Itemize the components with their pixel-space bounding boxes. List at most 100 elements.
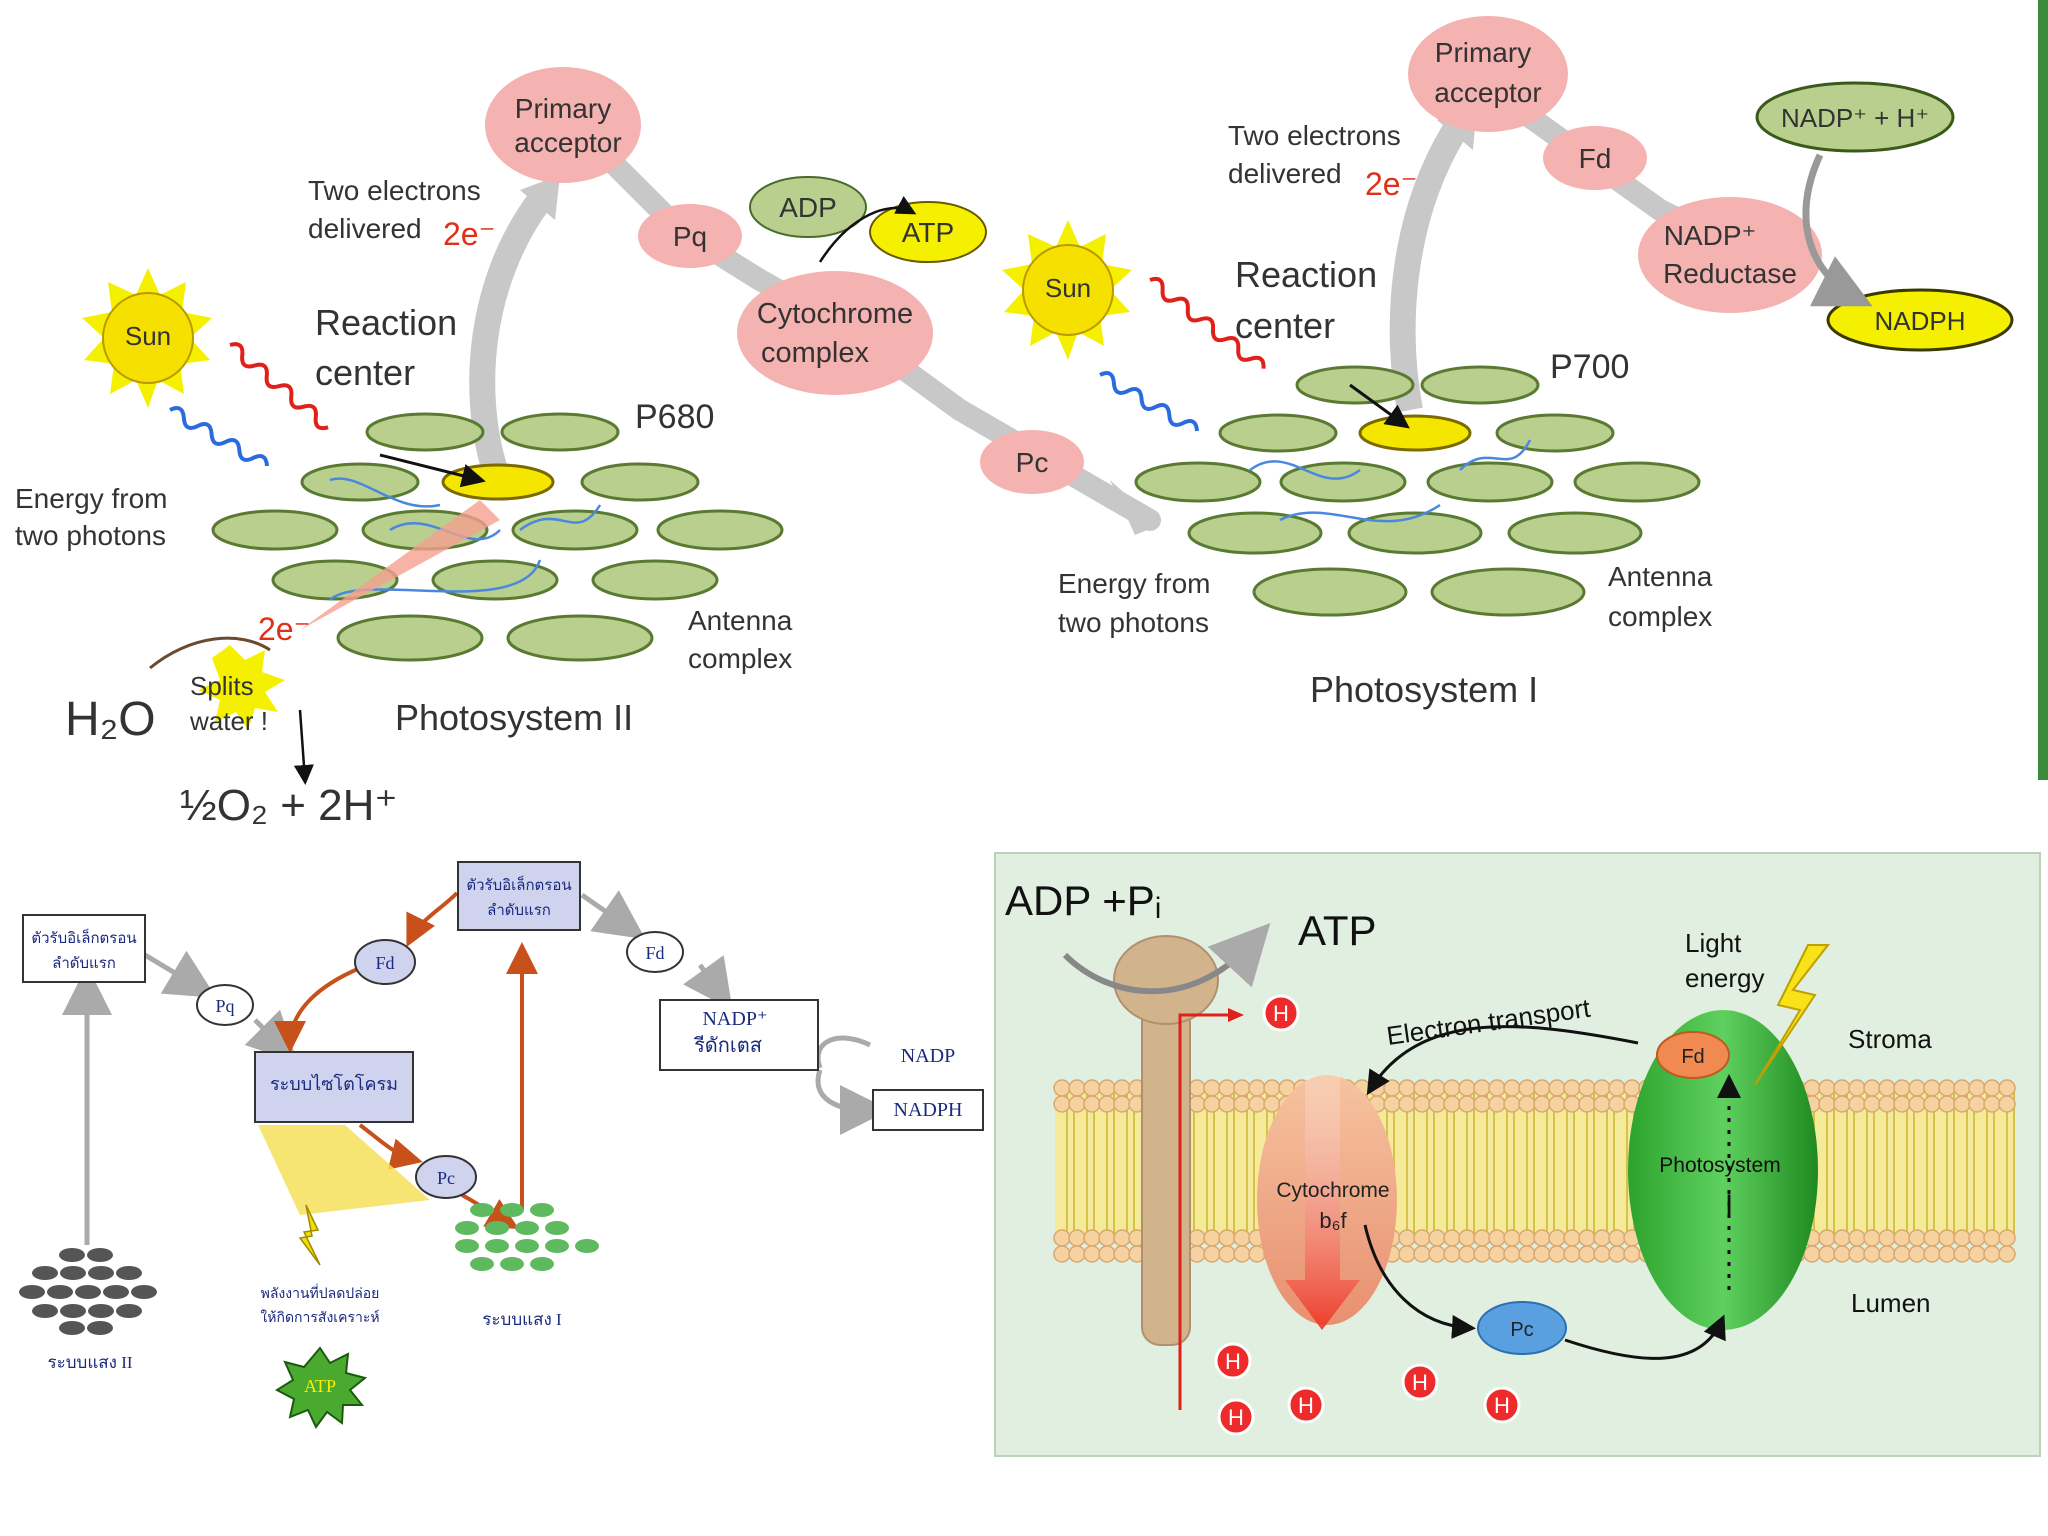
lipid-head	[1983, 1079, 2001, 1097]
lipid-head	[1383, 1079, 1401, 1097]
ps1-title: Photosystem I	[1310, 669, 1538, 710]
ps2-primary-acceptor	[485, 67, 641, 183]
light-energy-line2: energy	[1685, 963, 1765, 993]
lipid-head	[1953, 1245, 1971, 1263]
lipid-head	[1383, 1095, 1401, 1113]
splits-line2: water !	[189, 706, 268, 736]
lipid-head	[1428, 1229, 1446, 1247]
z-scheme-diagram: Sun Primary acceptor Two electrons deliv…	[15, 16, 2014, 830]
lipid-head	[1833, 1229, 1851, 1247]
lipid-head	[1608, 1079, 1626, 1097]
lipid-head	[1818, 1079, 1836, 1097]
ps1-two-electrons-line1: Two electrons	[1228, 120, 1401, 151]
ps2-p680-label: P680	[635, 398, 714, 436]
light-energy-line1: Light	[1685, 928, 1742, 958]
proton-path-arrow	[1178, 1013, 1230, 1410]
lipid-head	[1218, 1229, 1236, 1247]
acceptor-box-left	[22, 914, 146, 983]
splits-line1: Splits	[190, 671, 254, 701]
ps1-primary-acceptor-line1: Primary	[1435, 37, 1531, 68]
thai-energy-line1: พลังงานที่ปลดปล่อย	[261, 1284, 380, 1302]
adp-label: ADP	[779, 192, 837, 223]
lipid-head	[1518, 1245, 1536, 1263]
lipid-head	[1413, 1079, 1431, 1097]
acceptor-to-fd-red-arrow	[406, 891, 459, 948]
fd-to-nadp-arrow	[683, 955, 733, 1011]
lipid-head	[1998, 1079, 2016, 1097]
lipid-head	[1983, 1229, 2001, 1247]
lipid-head	[1398, 1079, 1416, 1097]
lipid-head	[1428, 1095, 1446, 1113]
lipid-head	[1443, 1245, 1461, 1263]
ps1-reaction-center-line2: center	[1235, 305, 1335, 346]
photosystem-i-complex	[1628, 1010, 1818, 1330]
lipid-head	[1488, 1245, 1506, 1263]
lipid-head	[1188, 1079, 1206, 1097]
lipid-head	[1068, 1079, 1086, 1097]
ps2-2e-label: 2e⁻	[443, 216, 495, 252]
water-products-label: ½O₂ + 2H⁺	[180, 781, 398, 830]
cytochrome-b6f-line1: Cytochrome	[1276, 1179, 1389, 1202]
ps1-sun-icon	[1002, 220, 1132, 360]
lipid-head	[1443, 1079, 1461, 1097]
lipid-head	[1863, 1079, 1881, 1097]
lipid-head	[1098, 1229, 1116, 1247]
nadp-cycle-arrow-1	[815, 1035, 872, 1069]
lipid-head	[1233, 1079, 1251, 1097]
lipid-head	[1578, 1079, 1596, 1097]
thai-nadp-label: NADP	[901, 1045, 955, 1067]
acceptor-left-line1: ตัวรับอิเล็กตรอน	[31, 928, 136, 947]
lipid-head	[1908, 1245, 1926, 1263]
lipid-head	[1968, 1229, 1986, 1247]
acceptor-box-top	[457, 861, 581, 931]
lipid-head	[1233, 1245, 1251, 1263]
lipid-head	[1413, 1095, 1431, 1113]
nadph-label: NADPH	[1874, 306, 1965, 336]
proton-icon	[1287, 1386, 1325, 1424]
ps2-up-arrow-head	[520, 175, 560, 220]
thai-fd-right-label: Fd	[645, 943, 664, 963]
lipid-head	[1953, 1079, 1971, 1097]
ps1-energy-transfer-3	[1459, 439, 1532, 471]
lipid-head	[1953, 1229, 1971, 1247]
lipid-head	[1203, 1229, 1221, 1247]
lipid-head	[1518, 1079, 1536, 1097]
ps2-two-electrons-line1: Two electrons	[308, 175, 481, 206]
thai-nadph-label: NADPH	[894, 1099, 963, 1121]
ps1-p700-label: P700	[1550, 348, 1629, 386]
thai-pc-label: Pc	[437, 1168, 455, 1188]
lipid-head	[1503, 1245, 1521, 1263]
proton-icon	[1401, 1363, 1439, 1401]
fd-label: Fd	[1579, 143, 1612, 174]
lipid-head	[1563, 1229, 1581, 1247]
lipid-head	[1218, 1245, 1236, 1263]
proton-label: H	[1494, 1393, 1510, 1418]
membrane-fd-label: Fd	[1681, 1046, 1704, 1068]
pq-to-cyt-arrow	[244, 1009, 298, 1063]
ps2-sun-icon	[82, 268, 212, 408]
ps1-energy-transfer-2	[1279, 503, 1441, 523]
thai-diagram: ตัวรับอิเล็กตรอน ลำดับแรก ตัวรับอิเล็กตร…	[19, 861, 984, 1429]
lipid-head	[1938, 1229, 1956, 1247]
membrane-pc-carrier	[1477, 1301, 1567, 1355]
adp-to-atp-arrow	[818, 196, 917, 263]
lipid-head	[1968, 1245, 1986, 1263]
lipid-head	[1833, 1245, 1851, 1263]
thai-fd-right-carrier	[626, 931, 684, 973]
lipid-head	[1968, 1079, 1986, 1097]
lipid-head	[1833, 1095, 1851, 1113]
lipid-head	[1818, 1229, 1836, 1247]
nadp-cycle-arrow-2	[815, 1069, 890, 1135]
nadp-box-line1: NADP⁺	[702, 1008, 767, 1030]
pc-to-ps1-head	[1110, 480, 1160, 535]
lipid-head	[1923, 1095, 1941, 1113]
ps2-two-electrons-line2: delivered	[308, 213, 422, 244]
light-energy-bolt-icon	[1754, 944, 1831, 1086]
lipid-head	[1953, 1095, 1971, 1113]
lipid-head	[1893, 1229, 1911, 1247]
thai-fd-left-label: Fd	[375, 953, 394, 973]
lipid-head	[1458, 1245, 1476, 1263]
proton-label: H	[1412, 1370, 1428, 1395]
lipid-head	[1233, 1095, 1251, 1113]
